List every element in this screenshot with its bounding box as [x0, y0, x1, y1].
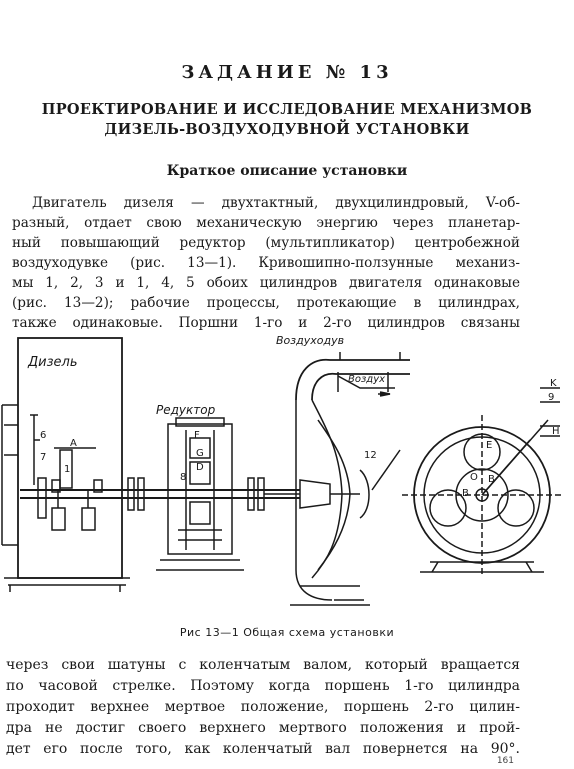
label-d: D: [196, 462, 204, 473]
blower-end-view: [402, 387, 562, 575]
main-title-line-2: ДИЗЕЛЬ-ВОЗДУХОДУВНОЙ УСТАНОВКИ: [104, 121, 470, 138]
main-title: ПРОЕКТИРОВАНИЕ И ИССЛЕДОВАНИЕ МЕХАНИЗМОВ…: [14, 100, 560, 140]
label-g: G: [196, 448, 204, 459]
main-shaft: [20, 477, 300, 511]
paragraph-1-line: Двигатель дизеля — двухтактный, двухцили…: [32, 195, 520, 211]
paragraph-1-line: (рис. 13—2); рабочие процессы, протекающ…: [12, 295, 520, 311]
label-e: E: [486, 440, 492, 451]
paragraph-1-line: мы 1, 2, 3 и 1, 4, 5 обоих цилиндров дви…: [12, 275, 520, 291]
label-o: O: [470, 472, 478, 483]
paragraph-2-line: дет его после того, как коленчатый вал п…: [6, 741, 520, 757]
label-1: 1: [64, 464, 70, 475]
label-6: 6: [40, 430, 46, 441]
paragraph-1-line: ный повышающий редуктор (мультипликатор)…: [12, 235, 520, 251]
section-title: Краткое описание установки: [166, 163, 408, 179]
reducer: [156, 417, 244, 571]
paragraph-1: Двигатель дизеля — двухтактный, двухцили…: [12, 193, 520, 333]
label-b: B: [488, 474, 495, 485]
figure-general-scheme: Дизель Редуктор Воздуходув Воздух A 6 7 …: [1, 334, 562, 606]
paragraph-2: через свои шатуны с коленчатым валом, ко…: [6, 655, 520, 760]
page-number: 161: [496, 756, 514, 766]
paragraph-1-line: воздуходувке (рис. 13—1). Кривошипно-пол…: [12, 255, 520, 271]
label-reducer: Редуктор: [156, 403, 216, 417]
label-diesel: Дизель: [27, 355, 78, 370]
label-f: F: [194, 430, 200, 441]
paragraph-1-line: разный, отдает свою механическую энергию…: [12, 215, 520, 231]
blower-section: [264, 352, 410, 606]
label-7: 7: [40, 452, 46, 463]
label-b-small: B: [462, 488, 469, 499]
figure-caption: Рис 13—1 Общая схема установки: [179, 626, 395, 639]
label-9: 9: [548, 392, 554, 403]
label-air: Воздух: [348, 374, 385, 385]
task-title: ЗАДАНИЕ № 13: [181, 62, 393, 83]
paragraph-2-line: по часовой стрелке. Поэтому когда поршен…: [6, 678, 520, 694]
paragraph-2-line: проходит верхнее мертвое положение, порш…: [6, 699, 520, 715]
label-12: 12: [364, 450, 377, 461]
paragraph-1-line: также одинаковые. Поршни 1-го и 2-го цил…: [12, 315, 520, 331]
paragraph-2-line: дра не достиг своего верхнего мертвого п…: [6, 720, 520, 736]
label-8: 8: [180, 472, 186, 483]
main-title-line-1: ПРОЕКТИРОВАНИЕ И ИССЛЕДОВАНИЕ МЕХАНИЗМОВ: [41, 101, 533, 118]
label-a: A: [70, 438, 77, 449]
label-blower: Воздуходув: [276, 334, 344, 347]
paragraph-2-line: через свои шатуны с коленчатым валом, ко…: [6, 657, 520, 673]
label-h: H: [552, 426, 560, 437]
label-k: K: [550, 378, 557, 389]
